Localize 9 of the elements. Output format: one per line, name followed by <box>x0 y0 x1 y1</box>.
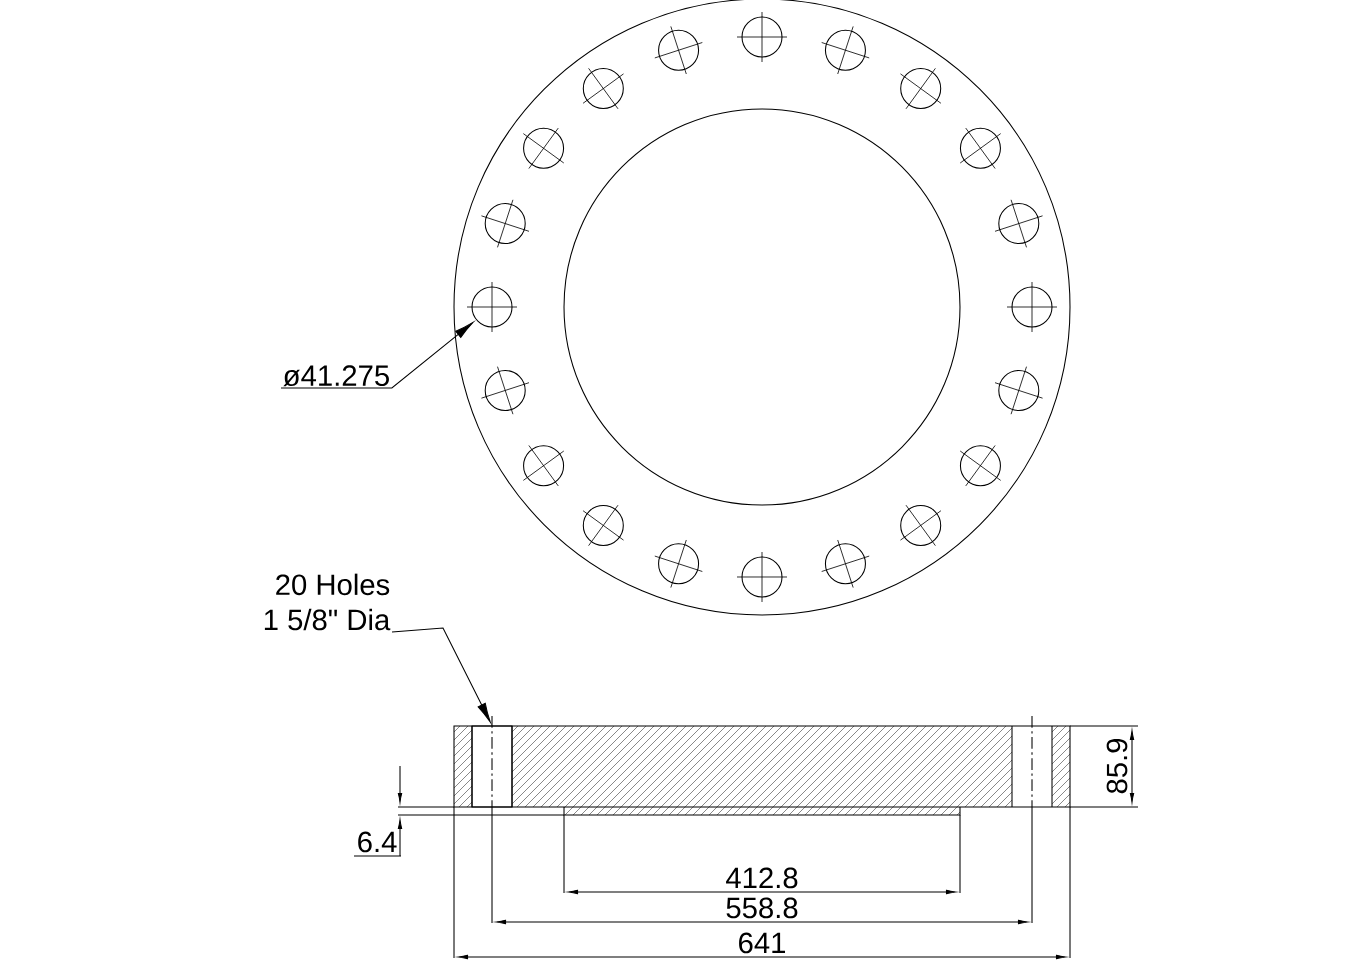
bolt-hole <box>471 286 513 328</box>
leader-line <box>391 627 491 723</box>
dimension-text: 641 <box>739 932 785 954</box>
dimension-text: 85.9 <box>1106 738 1128 794</box>
dimension-text: 558.8 <box>726 897 798 919</box>
leader-text: 20 Holes 1 5/8" Dia <box>264 573 391 631</box>
dimension-text: 6.4 <box>358 831 397 853</box>
bolt-hole <box>471 725 513 808</box>
dimension-text: 412.8 <box>726 867 798 889</box>
